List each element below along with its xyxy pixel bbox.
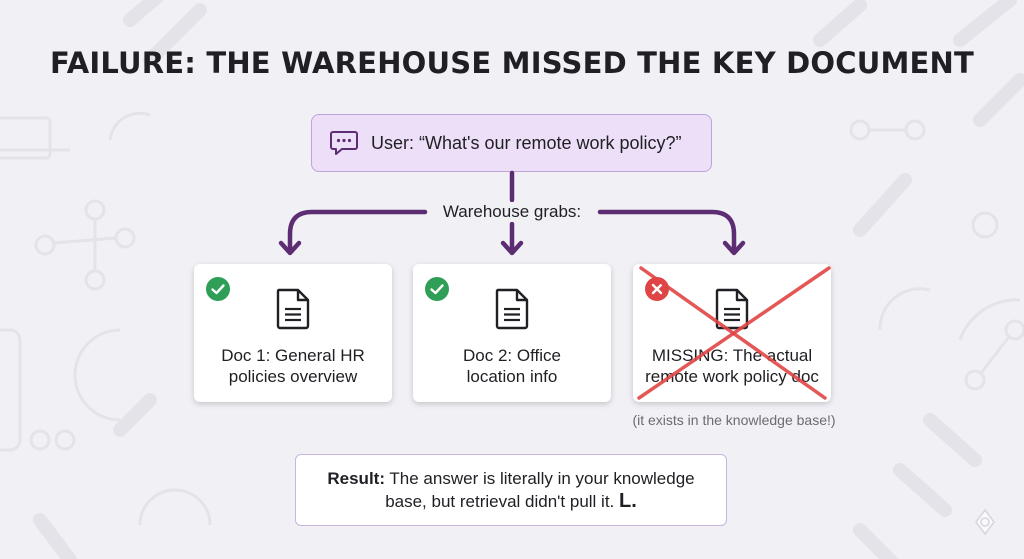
result-text-line-2: base, but retrieval didn't pull it. <box>385 492 620 511</box>
user-query-text: User: “What's our remote work policy?” <box>371 132 682 153</box>
doc-label: MISSING: The actual remote work policy d… <box>645 346 819 386</box>
result-text-line-1: The answer is literally in your knowledg… <box>385 469 695 488</box>
check-circle-icon <box>206 277 230 301</box>
result-emphasis: L. <box>619 490 637 512</box>
missing-doc-note: (it exists in the knowledge base!) <box>632 412 836 428</box>
doc-card-3-missing: MISSING: The actual remote work policy d… <box>633 264 831 402</box>
user-query-box: User: “What's our remote work policy?” <box>311 114 712 172</box>
arrow-to-doc-1 <box>287 209 428 255</box>
document-icon <box>276 288 310 330</box>
sparkle-icon <box>975 508 995 536</box>
document-icon <box>495 288 529 330</box>
arrow-to-doc-3 <box>597 209 737 255</box>
doc-card-2: Doc 2: Office location info <box>413 264 611 402</box>
chat-bubble-icon <box>330 131 358 155</box>
result-prefix: Result: <box>327 469 385 488</box>
page-title: FAILURE: THE WAREHOUSE MISSED THE KEY DO… <box>50 46 974 80</box>
doc-card-1: Doc 1: General HR policies overview <box>194 264 392 402</box>
warehouse-grabs-label: Warehouse grabs: <box>430 202 594 222</box>
cross-out-mark <box>637 266 831 400</box>
result-box: Result: The answer is literally in your … <box>295 454 727 526</box>
doc-label: Doc 1: General HR policies overview <box>221 346 365 386</box>
doc-label: Doc 2: Office location info <box>463 346 561 386</box>
check-circle-icon <box>425 277 449 301</box>
